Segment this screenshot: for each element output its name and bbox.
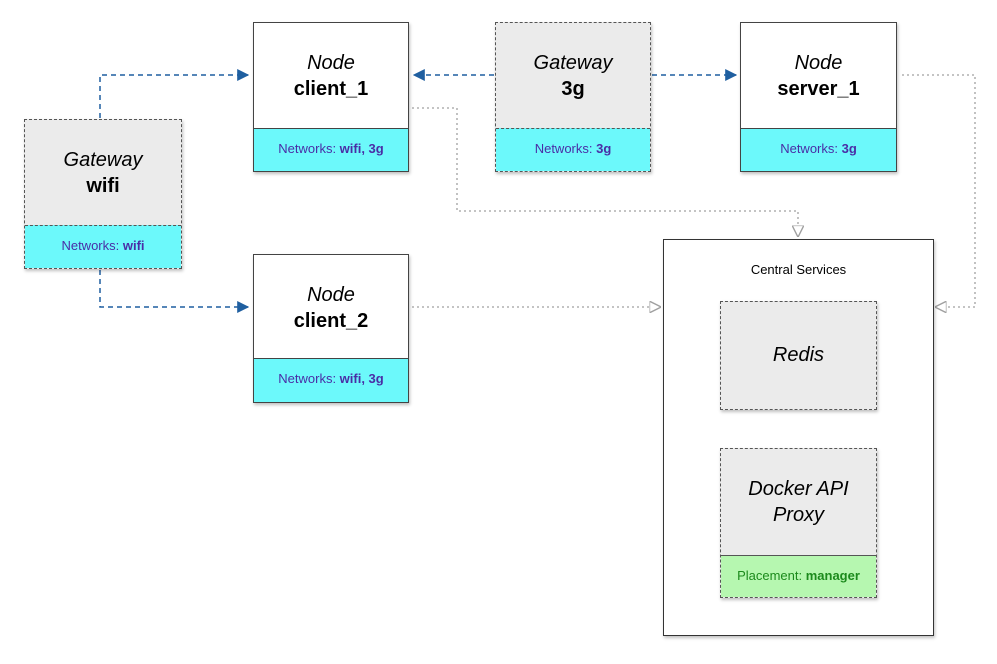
networks-label: Networks: (780, 141, 842, 156)
networks-footer: Networks: wifi, 3g (254, 358, 408, 402)
networks-label: Networks: (61, 238, 123, 253)
edge-client-1-to-central-services (412, 107, 798, 236)
gateway-name-label: 3g (561, 78, 585, 100)
gateway-3g-title: Gateway 3g (496, 50, 650, 102)
networks-value: 3g (841, 141, 857, 156)
gateway-kind-label: Gateway (533, 52, 613, 74)
node-kind-label: Node (307, 52, 355, 74)
gateway-kind-label: Gateway (63, 149, 143, 171)
node-client-2[interactable]: Node client_2 Networks: wifi, 3g (253, 254, 409, 403)
node-client-2-title: Node client_2 (254, 282, 408, 334)
networks-label: Networks: (278, 141, 340, 156)
node-name-label: client_2 (293, 310, 369, 332)
networks-footer: Networks: wifi, 3g (254, 128, 408, 171)
service-name-line2: Proxy (772, 504, 825, 526)
service-name-line1: Docker API (748, 478, 849, 500)
gateway-3g[interactable]: Gateway 3g Networks: 3g (495, 22, 651, 172)
service-docker-api-proxy[interactable]: Docker API Proxy Placement: manager (720, 448, 877, 598)
node-name-label: client_1 (293, 78, 369, 100)
node-server-1[interactable]: Node server_1 Networks: 3g (740, 22, 897, 172)
node-kind-label: Node (794, 52, 843, 74)
edge-server-1-to-central-services (902, 74, 976, 307)
networks-value: wifi (122, 238, 145, 253)
placement-label: Placement: (737, 568, 806, 583)
edge-gateway-wifi-to-client-2 (99, 270, 250, 313)
networks-value: wifi, 3g (339, 141, 384, 156)
service-redis[interactable]: Redis (720, 301, 877, 410)
networks-footer: Networks: 3g (496, 128, 650, 171)
gateway-wifi-title: Gateway wifi (25, 147, 181, 199)
networks-footer: Networks: 3g (741, 128, 896, 171)
central-services-container[interactable]: Central Services Redis Docker API Proxy … (663, 239, 934, 636)
node-kind-label: Node (307, 284, 355, 306)
node-client-1[interactable]: Node client_1 Networks: wifi, 3g (253, 22, 409, 172)
networks-label: Networks: (534, 141, 597, 156)
networks-value: wifi, 3g (339, 371, 384, 386)
node-name-label: server_1 (777, 78, 860, 100)
node-server-1-title: Node server_1 (741, 50, 896, 102)
service-name-label: Redis (772, 344, 825, 366)
service-docker-api-proxy-title: Docker API Proxy (721, 476, 876, 528)
networks-footer: Networks: wifi (25, 225, 181, 268)
gateway-name-label: wifi (86, 175, 120, 197)
gateway-wifi[interactable]: Gateway wifi Networks: wifi (24, 119, 182, 269)
networks-label: Networks: (278, 371, 340, 386)
placement-value: manager (805, 568, 860, 583)
service-redis-title: Redis (721, 342, 876, 368)
networks-value: 3g (596, 141, 612, 156)
placement-footer: Placement: manager (721, 555, 876, 597)
edge-gateway-wifi-to-client-1 (99, 69, 250, 118)
central-services-label: Central Services (750, 262, 847, 277)
node-client-1-title: Node client_1 (254, 50, 408, 102)
